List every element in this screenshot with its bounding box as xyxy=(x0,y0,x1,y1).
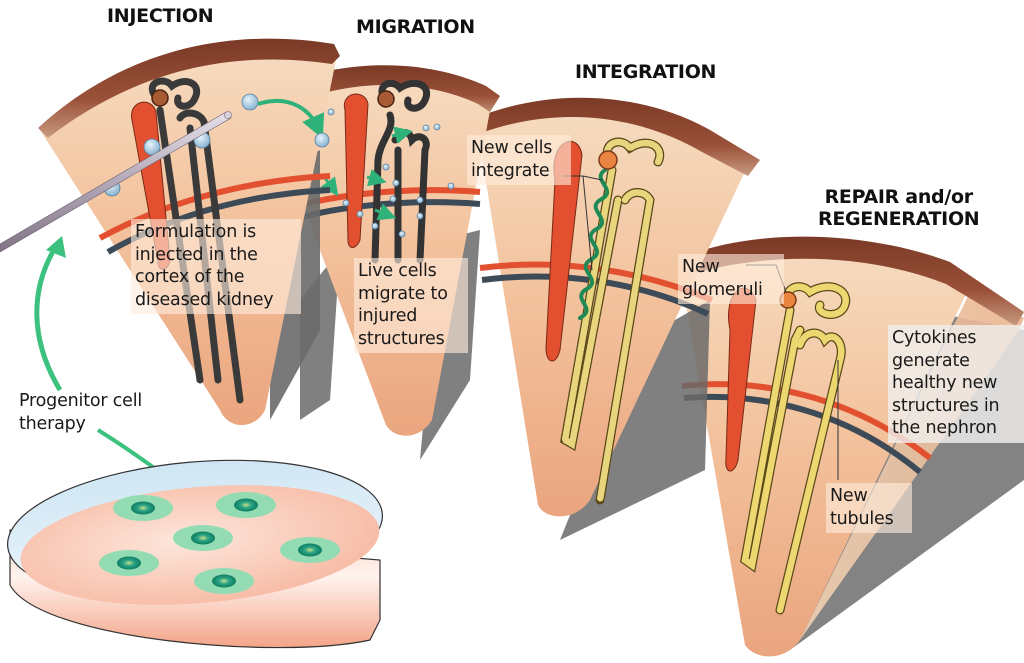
cell-colonies xyxy=(99,492,340,594)
green-new-cells-coil xyxy=(578,168,609,320)
integrating-nephron xyxy=(560,137,665,505)
callout-new-tubules: New tubules xyxy=(826,483,912,533)
stage-title-migration: MIGRATION xyxy=(356,16,475,38)
glomerulus xyxy=(151,89,169,107)
cell-colony xyxy=(173,525,233,551)
caption-migration: Live cells migrate to injured structures xyxy=(354,258,468,353)
glomerulus xyxy=(377,90,395,108)
renal-capsule xyxy=(38,38,340,138)
cell-colony xyxy=(113,495,173,521)
new-nephron xyxy=(740,282,851,615)
therapy-to-needle-arrow xyxy=(34,246,63,392)
caption-integration: New cells integrate xyxy=(467,135,571,185)
renal-capsule xyxy=(475,97,760,176)
callout-new-glomeruli: New glomeruli xyxy=(678,254,784,304)
stage-title-integration: INTEGRATION xyxy=(575,61,717,83)
cell-colony xyxy=(194,568,254,594)
glomerulus xyxy=(598,150,618,170)
arrowhead-icon xyxy=(46,236,66,258)
migration-arrows xyxy=(320,126,413,221)
interlobular-artery xyxy=(343,93,369,248)
arcuate-vein xyxy=(683,393,922,475)
wedge-tissue xyxy=(475,103,748,517)
cell-colony xyxy=(216,492,276,518)
stage-title-repair-line2: REGENERATION xyxy=(818,208,980,230)
stage-title-repair-line1: REPAIR and/or xyxy=(824,186,974,208)
stage-title-injection: INJECTION xyxy=(107,5,214,27)
label-progenitor-cell-therapy: Progenitor cell therapy xyxy=(19,391,143,434)
injection-needle xyxy=(0,111,232,253)
callout-cytokines: Cytokines generate healthy new structure… xyxy=(888,325,1024,443)
cell-colony xyxy=(99,550,159,576)
stage-title-repair: REPAIR and/or REGENERATION xyxy=(818,186,980,230)
cell-colony xyxy=(280,537,340,563)
caption-injection: Formulation is injected in the cortex of… xyxy=(131,219,301,314)
migration-transfer-arrow xyxy=(257,98,325,139)
migrating-cell xyxy=(314,132,330,148)
wedge-integration xyxy=(475,97,760,540)
arcuate-artery xyxy=(299,187,481,208)
